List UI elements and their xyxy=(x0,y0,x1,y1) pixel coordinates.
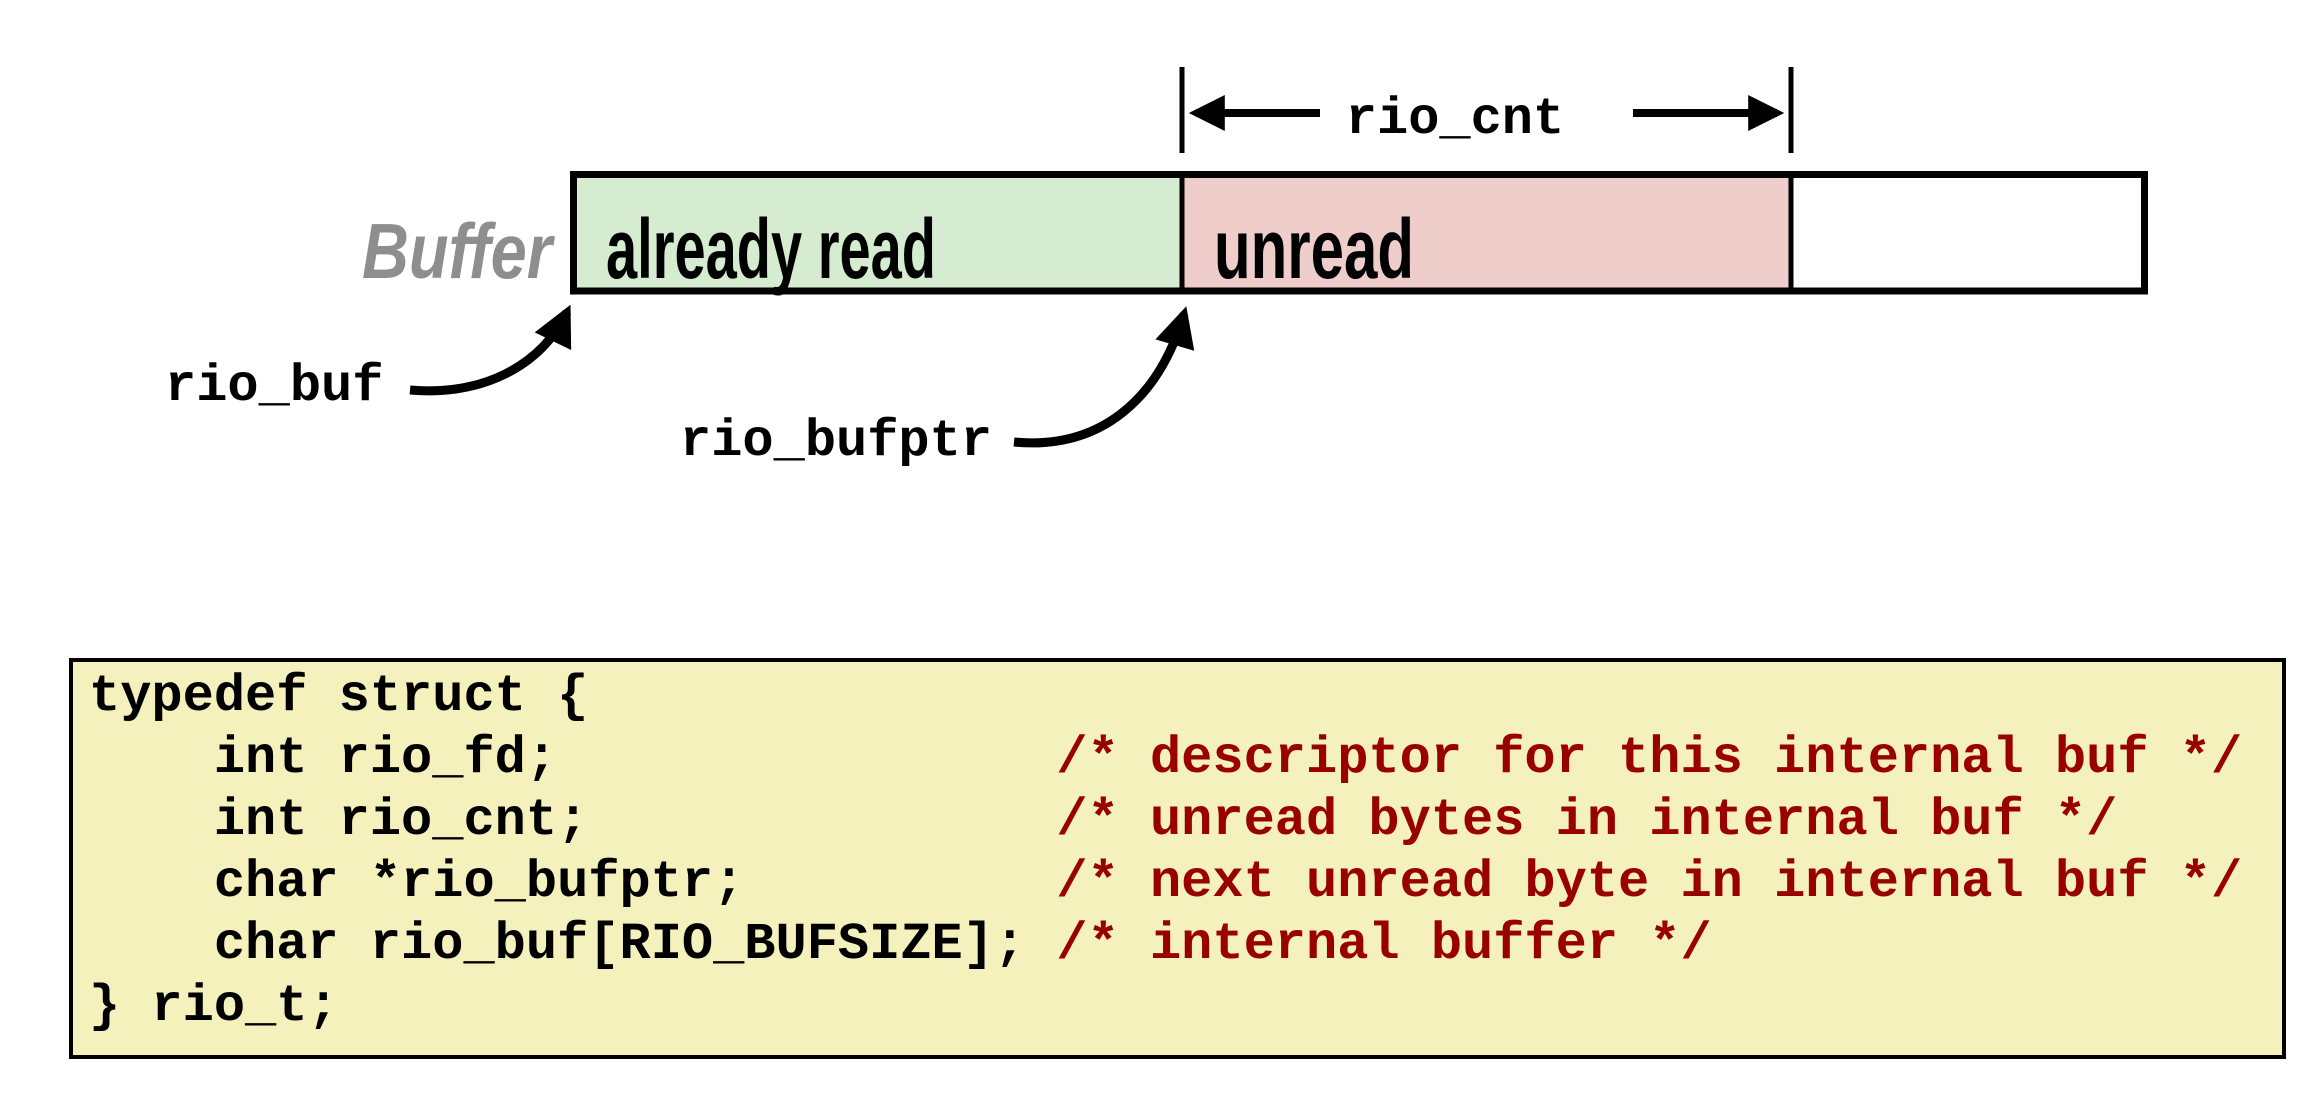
code-text: int rio_cnt; xyxy=(89,791,1057,850)
code-line: char rio_buf[RIO_BUFSIZE]; /* internal b… xyxy=(89,914,2282,976)
buffer-label: Buffer xyxy=(362,207,555,295)
code-text: } rio_t; xyxy=(89,977,339,1036)
code-line: char *rio_bufptr; /* next unread byte in… xyxy=(89,852,2282,914)
rio-t-struct-code-block: typedef struct { int rio_fd; /* descript… xyxy=(69,658,2286,1059)
code-line: typedef struct { xyxy=(89,666,2282,728)
rio-cnt-label: rio_cnt xyxy=(1346,90,1564,149)
rio-bufptr-arrow xyxy=(1013,306,1195,448)
code-line: int rio_cnt; /* unread bytes in internal… xyxy=(89,790,2282,852)
code-comment: /* internal buffer */ xyxy=(1056,915,1712,974)
code-text: char rio_buf[RIO_BUFSIZE]; xyxy=(89,915,1057,974)
code-comment: /* next unread byte in internal buf */ xyxy=(1056,853,2243,912)
rio-buf-arrow xyxy=(409,304,572,396)
code-comment: /* descriptor for this internal buf */ xyxy=(1056,729,2243,788)
rio-buf-label: rio_buf xyxy=(165,357,383,416)
buffer-unread-segment xyxy=(1182,175,1791,291)
buffer-already-read-segment xyxy=(574,175,1182,291)
buffer-outline xyxy=(570,171,2148,295)
already-read-label: already read xyxy=(606,202,936,296)
rio-bufptr-label: rio_bufptr xyxy=(680,412,992,471)
code-comment: /* unread bytes in internal buf */ xyxy=(1056,791,2118,850)
unread-label: unread xyxy=(1214,202,1414,296)
code-text: typedef struct { xyxy=(89,667,589,726)
code-text: int rio_fd; xyxy=(89,729,1057,788)
code-text: char *rio_bufptr; xyxy=(89,853,1057,912)
code-line: } rio_t; xyxy=(89,976,2282,1038)
buffer-diagram: rio_cnt Buffer already read unread rio_b… xyxy=(165,67,2148,471)
code-line: int rio_fd; /* descriptor for this inter… xyxy=(89,728,2282,790)
